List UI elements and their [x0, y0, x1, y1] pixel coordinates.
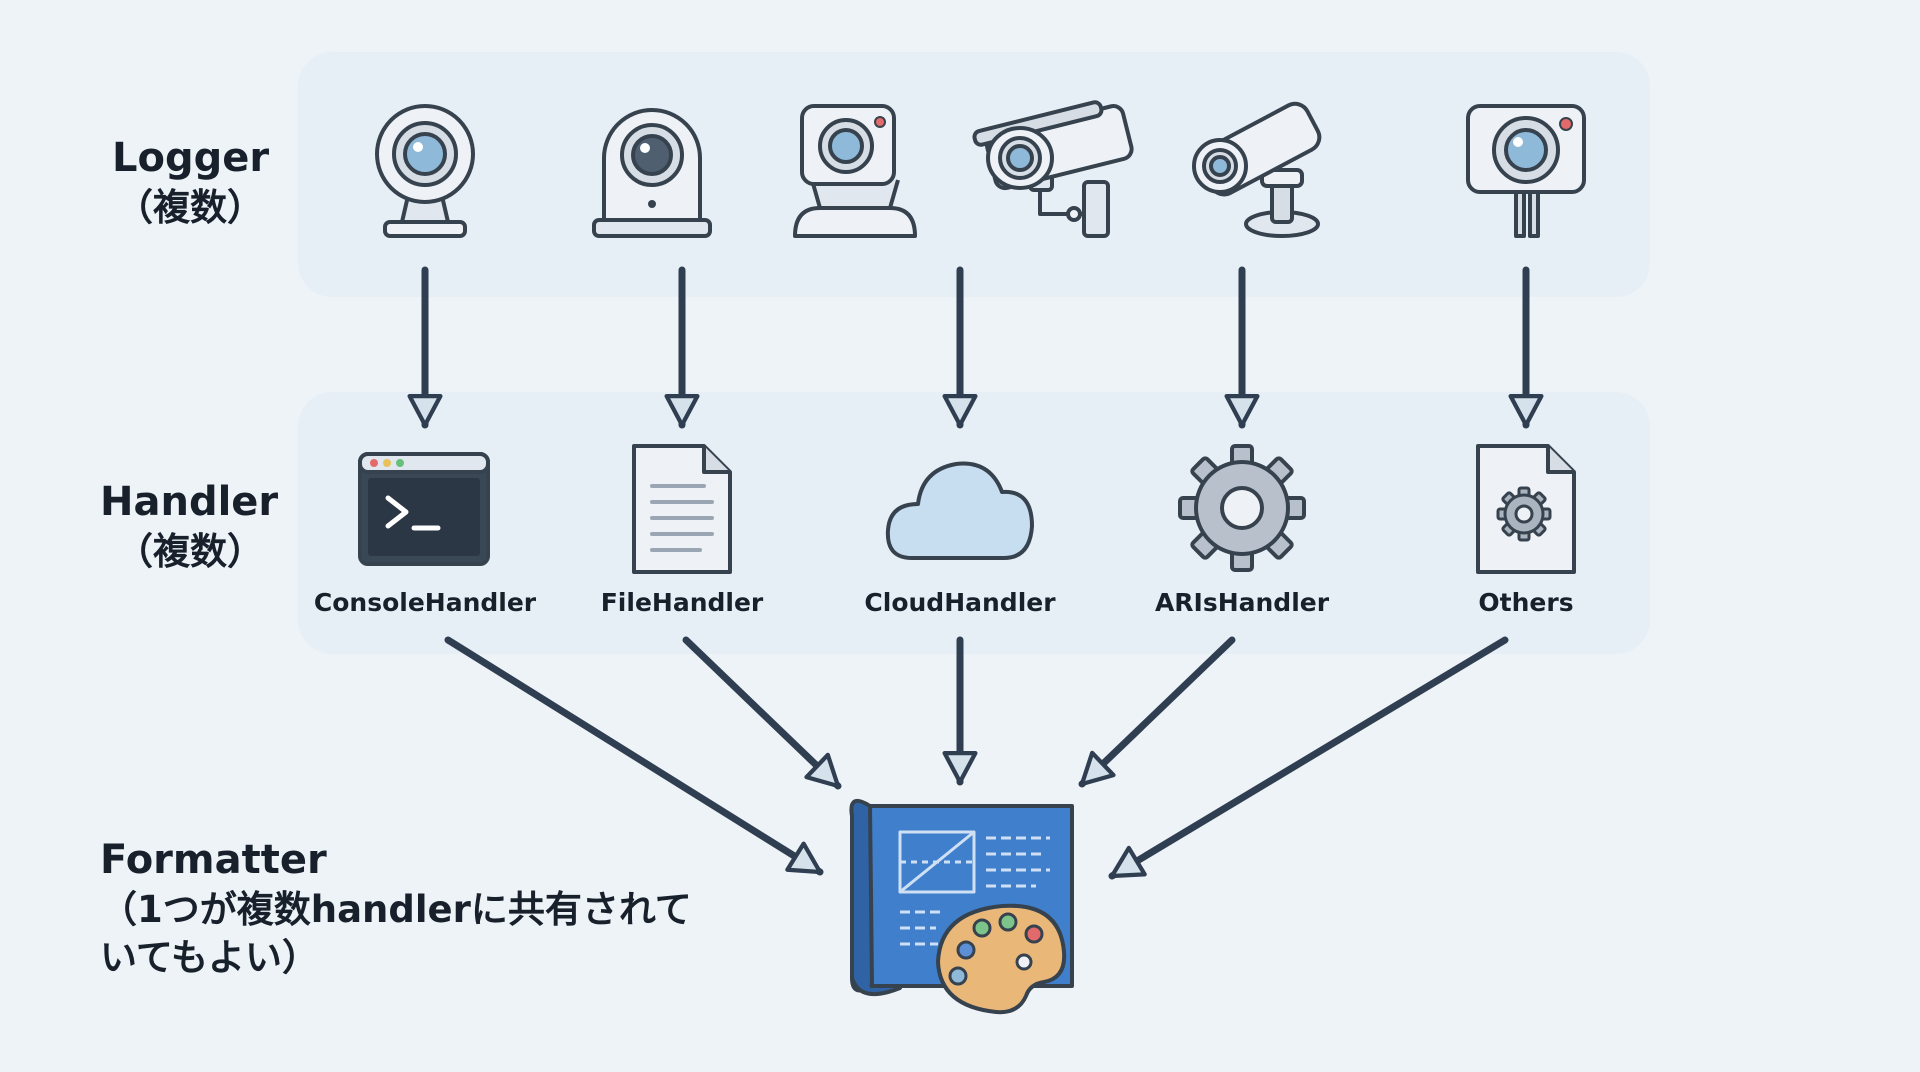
arrow-file-to-formatter: [682, 636, 842, 790]
handler-label-console: ConsoleHandler: [313, 588, 537, 617]
compact-camera-icon: [793, 104, 917, 238]
handler-title: Handler: [100, 479, 279, 525]
formatter-note-line1: （1つが複数handlerに共有されて: [100, 888, 692, 931]
webcam-icon: [375, 104, 475, 238]
arrow-others-to-formatter: [1108, 636, 1509, 880]
logger-subtitle: （複数）: [116, 186, 264, 229]
pole-camera-icon: [1466, 104, 1586, 238]
handler-row-title: Handler （複数）: [100, 476, 278, 576]
formatter-row-title: Formatter （1つが複数handlerに共有されて いてもよい）: [100, 834, 692, 982]
cctv-camera-icon: [972, 100, 1134, 238]
arrow-console-to-formatter: [444, 636, 824, 876]
handler-subtitle: （複数）: [116, 530, 264, 573]
formatter-note-line2: いてもよい）: [100, 936, 320, 980]
handler-label-aris: ARIsHandler: [1154, 588, 1330, 617]
logger-title: Logger: [112, 135, 270, 181]
cloud-icon: [885, 461, 1034, 560]
document-icon: [632, 444, 732, 574]
bullet-camera-icon: [1192, 101, 1322, 238]
formatter-title: Formatter: [100, 837, 327, 883]
logger-row-band: [298, 52, 1650, 297]
handler-label-file: FileHandler: [600, 588, 764, 617]
handler-label-cloud: CloudHandler: [864, 588, 1056, 617]
handler-label-others: Others: [1478, 588, 1574, 617]
blueprint-palette-icon: [849, 798, 1074, 1015]
settings-file-icon: [1476, 444, 1576, 574]
logger-row-title: Logger （複数）: [112, 132, 269, 232]
terminal-icon: [358, 452, 490, 566]
arrow-aris-to-formatter: [1078, 636, 1236, 788]
gear-icon: [1178, 444, 1306, 572]
dome-camera-icon: [592, 108, 712, 238]
